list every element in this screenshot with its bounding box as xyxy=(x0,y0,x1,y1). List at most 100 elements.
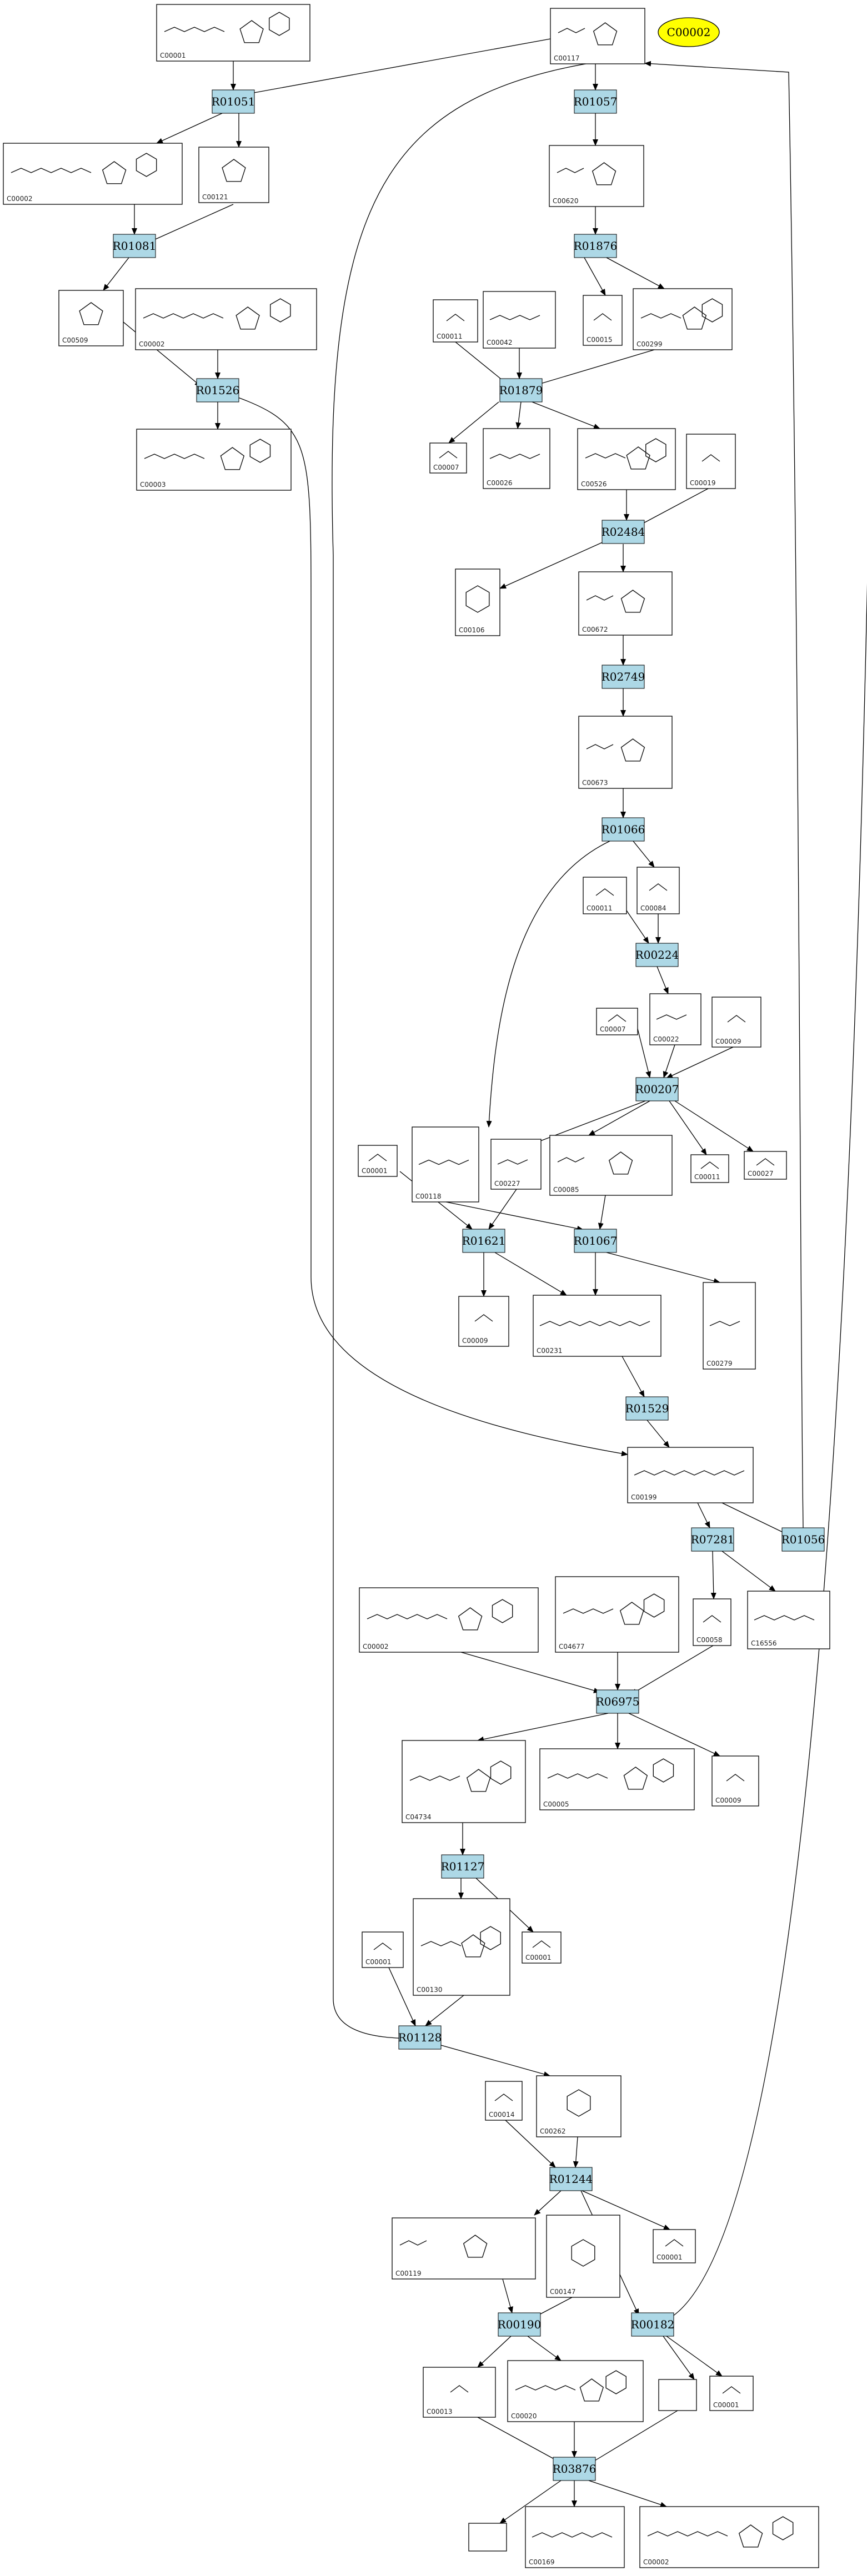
compound-id-label: C00509 xyxy=(62,336,88,344)
reaction-r01081[interactable]: R01081 xyxy=(113,234,157,258)
compound-box xyxy=(483,291,556,349)
compound-c00001-b[interactable]: C00001 xyxy=(358,1145,398,1177)
reaction-label: R00190 xyxy=(498,2318,542,2331)
compound-c00015[interactable]: C00015 xyxy=(583,295,623,346)
reaction-r01066[interactable]: R01066 xyxy=(602,817,645,842)
compound-id-label: C00199 xyxy=(631,1493,657,1501)
compound-box xyxy=(686,434,736,489)
compound-c00673[interactable]: C00673 xyxy=(578,716,673,789)
reaction-r01051[interactable]: R01051 xyxy=(212,89,255,114)
compound-c00001-f[interactable]: C00001 xyxy=(709,2376,754,2411)
compound-c00013[interactable]: C00013 xyxy=(423,2367,496,2418)
compound-c00002-b[interactable]: C00002 xyxy=(135,288,317,350)
compound-c00003[interactable]: C00003 xyxy=(136,429,292,491)
compound-box xyxy=(709,2376,754,2411)
reaction-r02749[interactable]: R02749 xyxy=(602,665,645,689)
compound-c00262[interactable]: C00262 xyxy=(536,2075,622,2137)
compound-c00117-top[interactable]: C00117 xyxy=(550,8,645,64)
compound-blank-a[interactable] xyxy=(658,2379,697,2411)
compound-c00118[interactable]: C00118 xyxy=(412,1126,479,1203)
reaction-label: R01529 xyxy=(625,1402,669,1415)
reaction-r01529[interactable]: R01529 xyxy=(625,1396,669,1421)
compound-c00027[interactable]: C00027 xyxy=(744,1151,787,1180)
compound-c00119[interactable]: C00119 xyxy=(392,2217,536,2280)
reaction-r01879[interactable]: R01879 xyxy=(499,378,543,402)
compound-c00001-c[interactable]: C00001 xyxy=(522,1931,562,1964)
compound-c04734[interactable]: C04734 xyxy=(402,1740,526,1823)
reaction-r02484[interactable]: R02484 xyxy=(602,520,645,544)
reaction-r00207[interactable]: R00207 xyxy=(635,1077,679,1101)
compound-c00009-b[interactable]: C00009 xyxy=(458,1296,509,1347)
compound-c00002-d[interactable]: C00002 xyxy=(639,2506,819,2568)
compound-box xyxy=(3,143,183,205)
reaction-r01526[interactable]: R01526 xyxy=(196,378,240,402)
compound-c00007-b[interactable]: C00007 xyxy=(596,1008,638,1035)
compound-c00058[interactable]: C00058 xyxy=(693,1598,731,1646)
compound-id-label: C00526 xyxy=(581,480,607,488)
compound-blank-b[interactable] xyxy=(468,2523,507,2552)
compound-c04677[interactable]: C04677 xyxy=(555,1576,679,1653)
compound-c00672[interactable]: C00672 xyxy=(578,571,673,636)
compound-c00014[interactable]: C00014 xyxy=(485,2081,523,2121)
reaction-r01067[interactable]: R01067 xyxy=(574,1229,618,1253)
compound-c00002-c[interactable]: C00002 xyxy=(359,1587,539,1653)
reaction-r00190[interactable]: R00190 xyxy=(498,2312,542,2337)
edge-36 xyxy=(666,1046,734,1079)
compound-c00147[interactable]: C00147 xyxy=(546,2215,620,2298)
compound-c00121[interactable]: C00121 xyxy=(198,147,269,203)
compound-id-label: C00027 xyxy=(748,1170,774,1178)
compound-box xyxy=(359,1587,539,1653)
reaction-r00182[interactable]: R00182 xyxy=(631,2312,675,2337)
compound-c00106[interactable]: C00106 xyxy=(455,568,500,636)
compound-c00130[interactable]: C00130 xyxy=(413,1898,510,1996)
reaction-r07281[interactable]: R07281 xyxy=(691,1527,735,1552)
compound-box xyxy=(578,716,673,789)
edge-84 xyxy=(587,2410,678,2466)
compound-c00001-d[interactable]: C00001 xyxy=(362,1931,404,1968)
compound-id-label: C00020 xyxy=(511,2412,537,2420)
compound-c00001-e[interactable]: C00001 xyxy=(653,2229,696,2263)
reaction-r01056[interactable]: R01056 xyxy=(781,1527,825,1552)
compound-c00509[interactable]: C00509 xyxy=(58,290,124,346)
compound-c00026[interactable]: C00026 xyxy=(483,428,550,489)
reaction-r01876[interactable]: R01876 xyxy=(574,234,618,258)
compound-c00299[interactable]: C00299 xyxy=(633,288,733,350)
compound-c00001-top[interactable]: C00001 xyxy=(156,4,310,62)
compound-c00620[interactable]: C00620 xyxy=(549,145,644,207)
reaction-label: R01244 xyxy=(549,2172,593,2186)
compound-c00279[interactable]: C00279 xyxy=(703,1282,756,1370)
reaction-r01127[interactable]: R01127 xyxy=(441,1854,485,1879)
compound-c00007-a[interactable]: C00007 xyxy=(429,442,467,474)
compound-c00227[interactable]: C00227 xyxy=(490,1139,542,1190)
compound-c00526[interactable]: C00526 xyxy=(577,428,676,490)
compound-c00002-a[interactable]: C00002 xyxy=(3,143,183,205)
reaction-r03876[interactable]: R03876 xyxy=(553,2457,597,2481)
compound-c00009-c[interactable]: C00009 xyxy=(711,1755,759,1807)
compound-c00011-b[interactable]: C00011 xyxy=(583,877,627,914)
compound-c00085[interactable]: C00085 xyxy=(549,1135,673,1196)
reaction-r01244[interactable]: R01244 xyxy=(549,2167,593,2191)
compound-c16556[interactable]: C16556 xyxy=(747,1591,830,1649)
compound-c00011-c[interactable]: C00011 xyxy=(690,1154,729,1183)
compound-c00005[interactable]: C00005 xyxy=(539,1748,695,1810)
reaction-r01128[interactable]: R01128 xyxy=(398,2025,442,2050)
compound-c00042[interactable]: C00042 xyxy=(483,291,556,349)
compound-c00169[interactable]: C00169 xyxy=(525,2506,625,2568)
compound-c00011-a[interactable]: C00011 xyxy=(433,299,478,343)
edge-78 xyxy=(477,2336,512,2368)
reaction-r00224[interactable]: R00224 xyxy=(635,943,679,967)
reaction-r01621[interactable]: R01621 xyxy=(462,1229,506,1253)
compound-c00009-a[interactable]: C00009 xyxy=(711,997,761,1048)
highlight-compound[interactable]: C00002 xyxy=(658,17,720,47)
reaction-r06975[interactable]: R06975 xyxy=(596,1689,640,1714)
reaction-label: R01066 xyxy=(602,823,645,836)
compound-c00199[interactable]: C00199 xyxy=(627,1447,754,1503)
edge-55 xyxy=(710,1551,716,1599)
compound-c00019[interactable]: C00019 xyxy=(686,434,736,489)
compound-c00084[interactable]: C00084 xyxy=(637,867,680,914)
compound-c00020[interactable]: C00020 xyxy=(507,2360,644,2422)
reaction-r01057[interactable]: R01057 xyxy=(574,89,618,114)
compound-c00022[interactable]: C00022 xyxy=(649,993,701,1045)
compound-c00231[interactable]: C00231 xyxy=(533,1295,661,1357)
